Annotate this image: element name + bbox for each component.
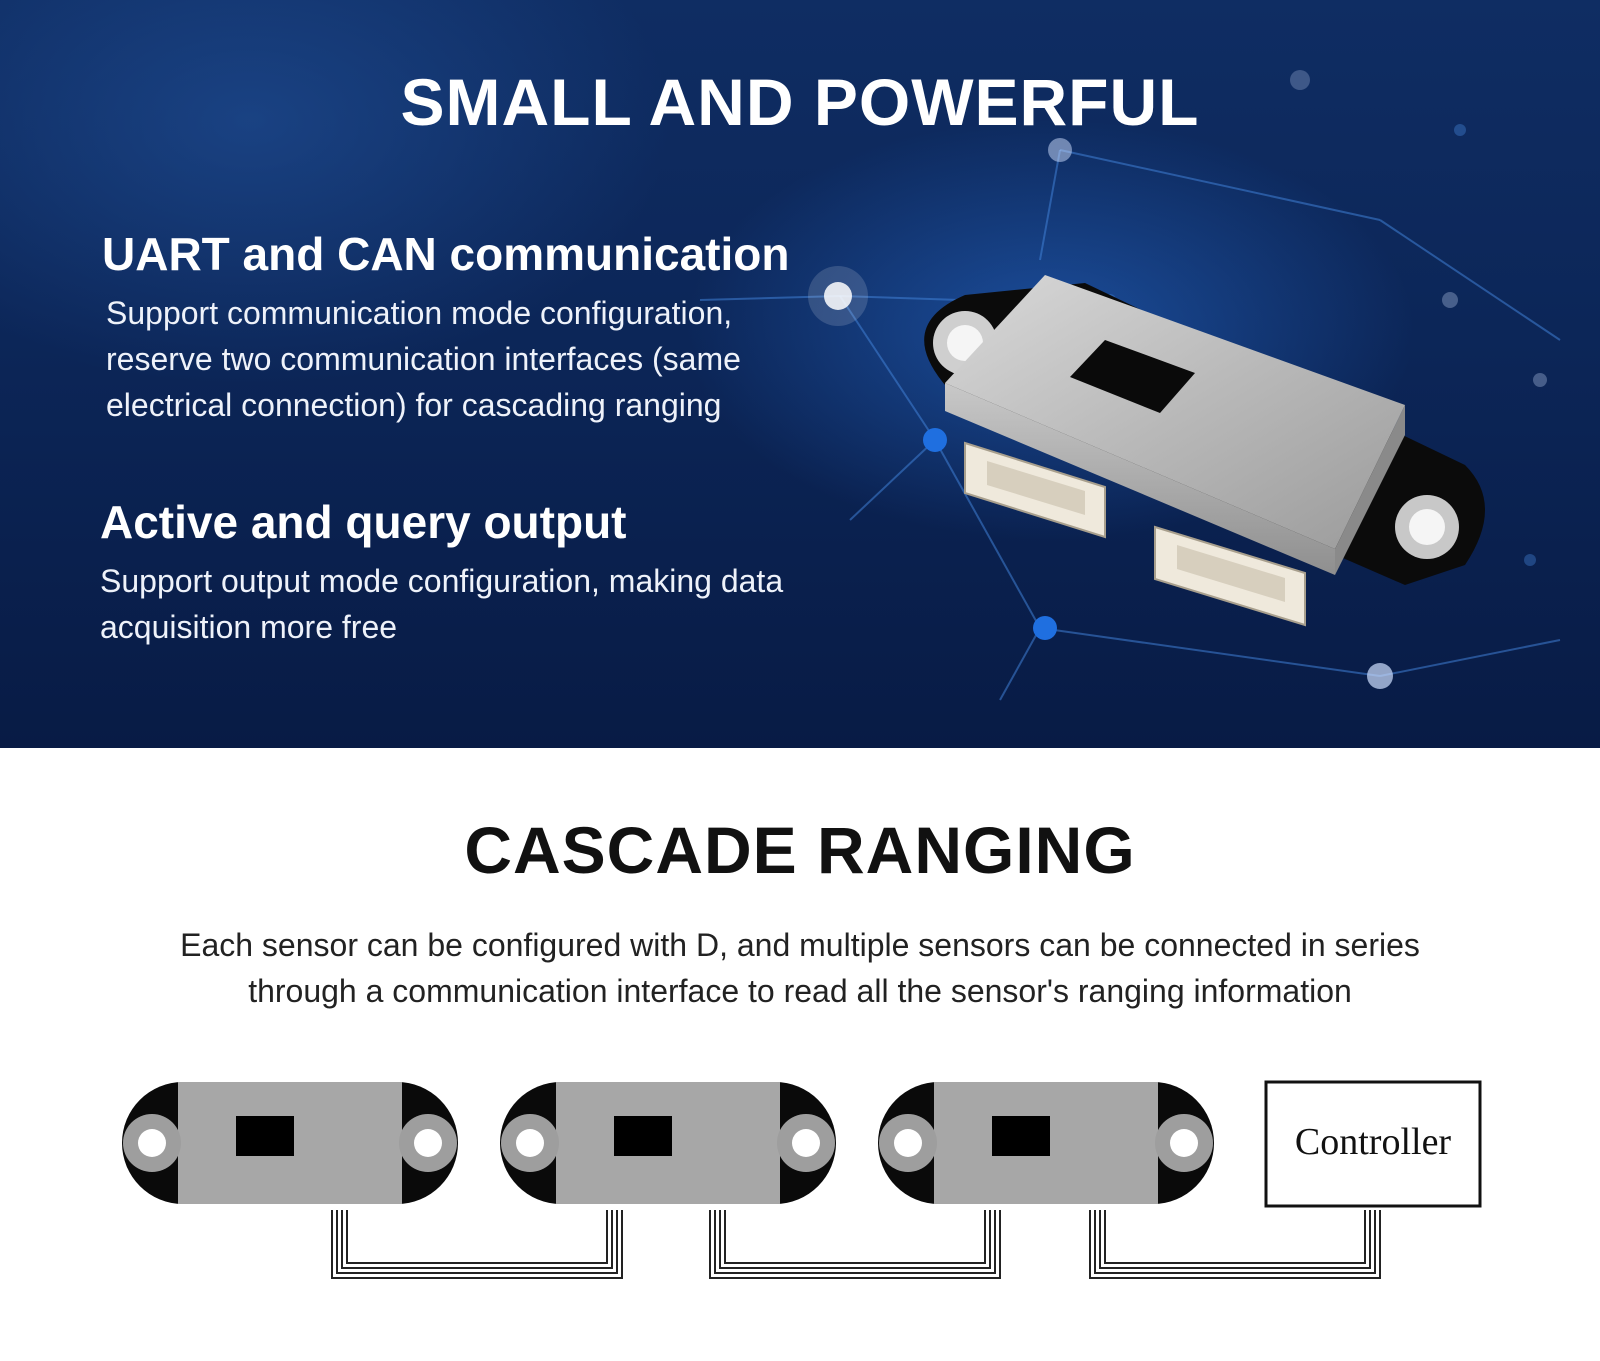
feature-description: Support communication mode configuration… bbox=[106, 295, 741, 423]
sensor-product-image bbox=[924, 275, 1485, 627]
network-background bbox=[699, 70, 1561, 701]
wire-bundle bbox=[331, 1210, 623, 1279]
wire-bundle bbox=[1089, 1210, 1381, 1279]
feature-title: Active and query output bbox=[100, 496, 627, 548]
wire-bundle bbox=[709, 1210, 1001, 1279]
hero-section: SMALL AND POWERFUL UART and CAN communic… bbox=[0, 0, 1600, 748]
cascade-description: Each sensor can be configured with D, an… bbox=[180, 927, 1420, 1009]
feature-uart-can: UART and CAN communication Support commu… bbox=[102, 226, 802, 428]
sensor-module bbox=[878, 1082, 1214, 1204]
feature-description: Support output mode configuration, makin… bbox=[100, 563, 784, 645]
controller-box: Controller bbox=[1264, 1080, 1482, 1208]
sensor-module bbox=[500, 1082, 836, 1204]
controller-label: Controller bbox=[1295, 1121, 1452, 1163]
cascade-section: CASCADE RANGING Each sensor can be confi… bbox=[0, 748, 1600, 1361]
sensor-module bbox=[122, 1082, 458, 1204]
cascade-diagram: Controller bbox=[122, 1080, 1482, 1279]
feature-output-mode: Active and query output Support output m… bbox=[100, 494, 800, 650]
feature-title: UART and CAN communication bbox=[102, 228, 790, 280]
hero-title: SMALL AND POWERFUL bbox=[400, 65, 1200, 139]
cascade-title: CASCADE RANGING bbox=[464, 813, 1136, 887]
